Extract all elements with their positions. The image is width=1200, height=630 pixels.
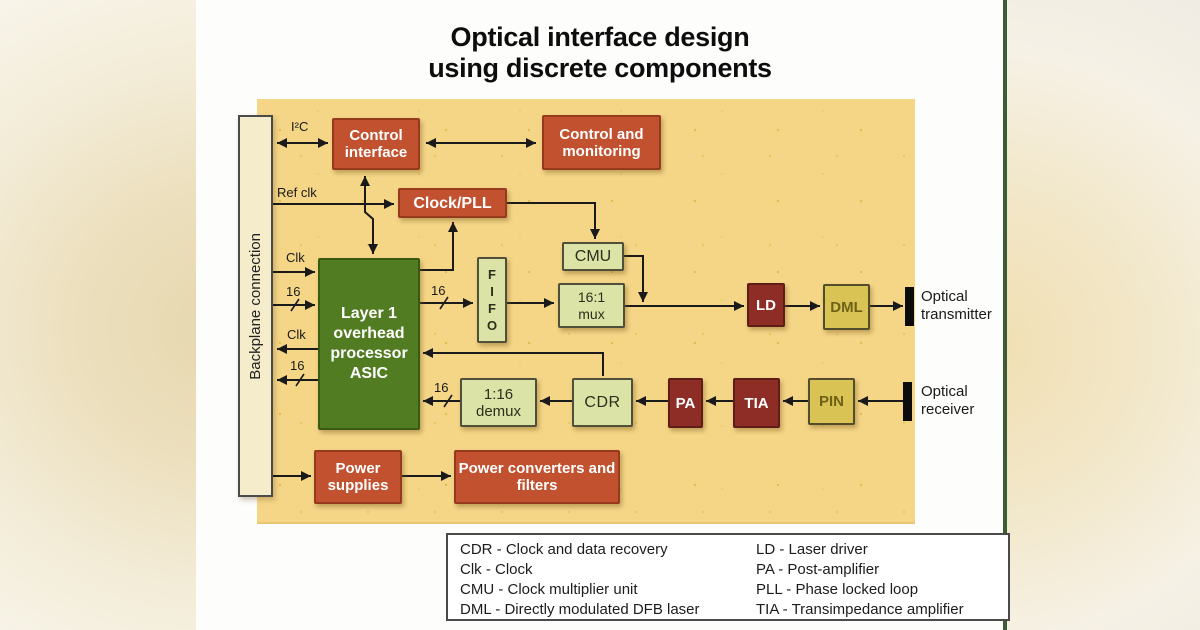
asic-label-line2: overhead	[333, 325, 405, 342]
demux-label-line1: 1:16	[483, 385, 514, 403]
signal-label-bus16-rx: 16	[434, 380, 449, 395]
asic-label-line1: Layer 1	[340, 305, 398, 322]
legend-box: CDR - Clock and data recovery Clk - Cloc…	[446, 533, 1010, 621]
signal-label-bus16-in: 16	[286, 284, 301, 299]
control-interface-label: Control interface	[344, 127, 408, 161]
legend-item: CDR - Clock and data recovery	[460, 541, 668, 558]
figure-title: Optical interface design using discrete …	[196, 22, 1004, 84]
legend-item: LD - Laser driver	[756, 541, 868, 558]
title-line-1: Optical interface design	[450, 22, 750, 52]
ld-label: LD	[756, 296, 776, 314]
block-power-converters-filters: Power converters and filters	[454, 450, 620, 504]
fifo-label: FIFO	[486, 267, 498, 333]
legend-column-left: CDR - Clock and data recovery Clk - Cloc…	[460, 540, 756, 619]
title-line-2: using discrete components	[428, 53, 772, 83]
block-cmu: CMU	[562, 242, 624, 271]
clock-pll-label: Clock/PLL	[413, 194, 492, 212]
background-left-gradient	[0, 0, 196, 630]
legend-column-right: LD - Laser driver PA - Post-amplifier PL…	[756, 540, 964, 619]
legend-item: TIA - Transimpedance amplifier	[756, 601, 964, 618]
block-tia: TIA	[733, 378, 780, 428]
block-pa: PA	[668, 378, 703, 428]
block-dml: DML	[823, 284, 870, 330]
signal-label-bus16-tx: 16	[431, 283, 446, 298]
legend-item: DML - Directly modulated DFB laser	[460, 601, 700, 618]
block-1-16-demux: 1:16 demux	[460, 378, 537, 427]
background-right-gradient	[1007, 0, 1200, 630]
asic-label-line3: processor	[330, 345, 408, 362]
legend-item: PA - Post-amplifier	[756, 561, 880, 578]
block-control-interface: Control interface	[332, 118, 420, 170]
block-control-and-monitoring: Control and monitoring	[542, 115, 661, 170]
right-frame-line	[1003, 0, 1007, 630]
block-cdr: CDR	[572, 378, 633, 427]
control-monitoring-label: Control and monitoring	[559, 125, 644, 160]
dml-label: DML	[830, 298, 863, 316]
mux-label-line1: 16:1	[577, 288, 606, 305]
signal-label-bus16-out: 16	[290, 358, 305, 373]
tia-label: TIA	[744, 394, 769, 412]
cdr-label: CDR	[584, 394, 621, 411]
block-layer1-overhead-processor-asic: Layer 1 overhead processor ASIC	[318, 258, 420, 430]
power-supplies-label: Power supplies	[327, 460, 389, 494]
pin-label: PIN	[818, 393, 844, 410]
asic-label-line4: ASIC	[349, 365, 389, 382]
block-ld: LD	[747, 283, 785, 327]
signal-label-clk-out: Clk	[287, 327, 306, 342]
demux-label-line2: demux	[475, 402, 522, 420]
legend-item: CMU - Clock multiplier unit	[460, 581, 638, 598]
signal-label-i2c: I²C	[291, 119, 309, 134]
signal-label-clk-in: Clk	[286, 250, 305, 265]
block-power-supplies: Power supplies	[314, 450, 402, 504]
pa-label: PA	[675, 394, 696, 412]
block-16-1-mux: 16:1 mux	[558, 283, 625, 328]
backplane-connection-block: Backplane connection	[238, 115, 273, 497]
optical-receiver-label: Optical receiver	[921, 383, 975, 418]
mux-label-line2: mux	[578, 305, 605, 322]
block-clock-pll: Clock/PLL	[398, 188, 507, 218]
block-pin: PIN	[808, 378, 855, 425]
block-fifo: FIFO	[477, 257, 507, 343]
legend-item: PLL - Phase locked loop	[756, 581, 919, 598]
backplane-label: Backplane connection	[247, 232, 264, 380]
legend-item: Clk - Clock	[460, 561, 533, 578]
signal-label-refclk: Ref clk	[277, 185, 317, 200]
cmu-label: CMU	[574, 248, 612, 265]
optical-transmitter-label: Optical transmitter	[921, 288, 992, 323]
power-converters-label: Power converters and filters	[458, 460, 616, 494]
